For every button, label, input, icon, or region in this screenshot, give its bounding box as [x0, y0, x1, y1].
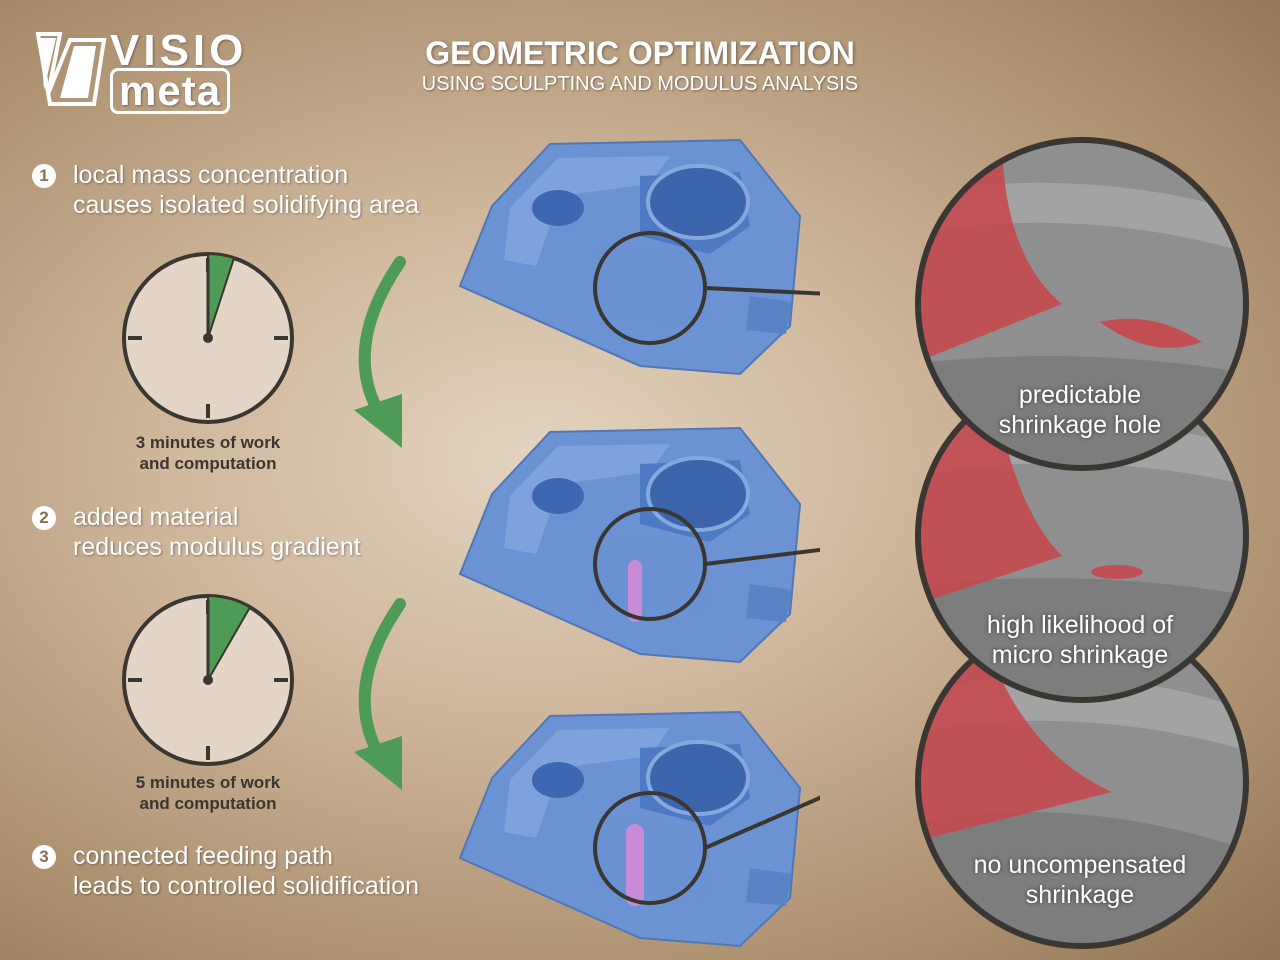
- clock-caption: 3 minutes of work and computation: [135, 433, 281, 473]
- shrinkage-region: [918, 632, 1112, 842]
- zoom-detail-1: [915, 137, 1249, 471]
- clock-icon: [122, 252, 294, 424]
- clock-caption: 5 minutes of work and computation: [135, 773, 281, 813]
- micro-shrinkage-spot: [1091, 565, 1143, 579]
- page-title: GEOMETRIC OPTIMIZATION: [425, 35, 855, 71]
- shrinkage-hole: [1100, 318, 1202, 348]
- clock-icon: [122, 594, 294, 766]
- step-number-badge: 3: [32, 845, 56, 869]
- zoom-detail-3: [915, 615, 1249, 949]
- curved-arrow-icon: [354, 598, 406, 790]
- step-line: local mass concentration: [73, 161, 349, 189]
- step-line: connected feeding path: [73, 842, 333, 870]
- step-description: local mass concentration causes isolated…: [73, 160, 513, 220]
- page-subtitle: USING SCULPTING AND MODULUS ANALYSIS: [421, 73, 859, 95]
- logo-mark-icon: [35, 32, 107, 106]
- logo-word-meta: meta: [110, 68, 231, 114]
- zoom-label-2: high likelihood of micro shrinkage: [986, 611, 1174, 669]
- elapsed-time-wedge: [207, 594, 252, 684]
- step-line: reduces modulus gradient: [73, 533, 361, 561]
- step-number-badge: 1: [32, 164, 56, 188]
- step-number-badge: 2: [32, 506, 56, 530]
- zoom-label-3: no uncompensated shrinkage: [973, 851, 1187, 909]
- casting-part-stage-1: [458, 138, 820, 376]
- step-line: leads to controlled solidification: [73, 872, 420, 900]
- step-description: added material reduces modulus gradient: [73, 502, 513, 562]
- visiometa-logo: VISIO meta: [30, 26, 270, 114]
- zoom-label-1: predictable shrinkage hole: [998, 381, 1162, 439]
- step-line: added material: [73, 503, 239, 531]
- casting-part-stage-3: [458, 710, 820, 948]
- logo-word-visio: VISIO: [110, 26, 248, 75]
- step-line: causes isolated solidifying area: [73, 191, 420, 219]
- step-description: connected feeding path leads to controll…: [73, 841, 513, 901]
- elapsed-time-wedge: [207, 252, 236, 339]
- curved-arrow-icon: [354, 256, 406, 448]
- casting-part-stage-2: [458, 426, 820, 664]
